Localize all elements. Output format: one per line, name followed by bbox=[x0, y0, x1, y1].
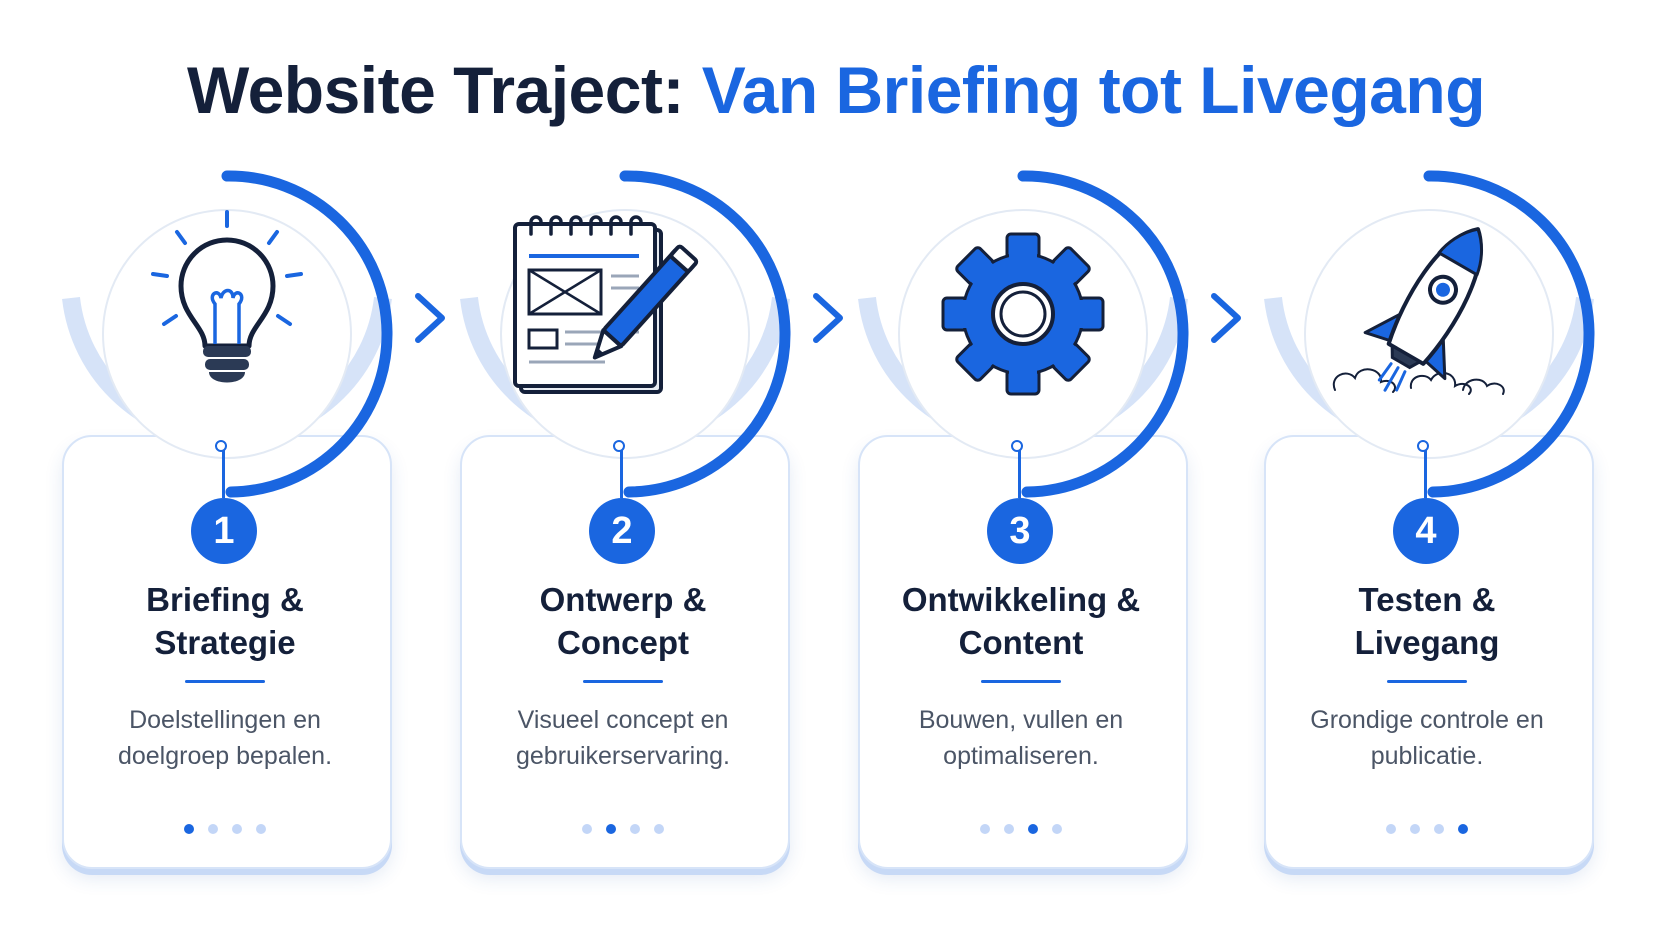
step-title-line: Ontwikkeling & bbox=[901, 581, 1141, 618]
step-number-badge: 3 bbox=[987, 498, 1053, 564]
step-title: Ontwikkeling & Content bbox=[858, 578, 1184, 664]
pagination-dot bbox=[1004, 824, 1014, 834]
step-title: Briefing & Strategie bbox=[62, 578, 388, 664]
page-title: Website Traject: Van Briefing tot Livega… bbox=[0, 52, 1672, 128]
step-number-badge: 2 bbox=[589, 498, 655, 564]
pagination-dot-active bbox=[1458, 824, 1468, 834]
pagination-dots bbox=[858, 824, 1184, 834]
step-description-line: publicatie. bbox=[1370, 742, 1484, 770]
pagination-dots bbox=[62, 824, 388, 834]
connector-line bbox=[1018, 448, 1021, 498]
pagination-dots bbox=[1264, 824, 1590, 834]
step-card bbox=[858, 435, 1188, 869]
step-briefing: 1 Briefing & Strategie Doelstellingen en… bbox=[62, 0, 402, 941]
pagination-dot bbox=[256, 824, 266, 834]
step-description: Bouwen, vullen en optimaliseren. bbox=[858, 702, 1184, 774]
step-description-line: Bouwen, vullen en bbox=[918, 706, 1124, 734]
step-description-line: Visueel concept en bbox=[517, 706, 729, 734]
step-number-badge: 4 bbox=[1393, 498, 1459, 564]
title-part-dark: Website Traject: bbox=[186, 53, 684, 127]
step-title-line: Ontwerp & bbox=[539, 581, 707, 618]
pagination-dot-active bbox=[606, 824, 616, 834]
connector-node bbox=[1417, 440, 1429, 452]
notepad-pencil-icon bbox=[513, 215, 699, 394]
step-description-line: Doelstellingen en bbox=[129, 706, 321, 734]
pagination-dot-active bbox=[184, 824, 194, 834]
step-description-line: gebruikerservaring. bbox=[516, 742, 730, 770]
connector-node bbox=[1011, 440, 1023, 452]
step-title-line: Strategie bbox=[154, 624, 296, 661]
connector-node bbox=[613, 440, 625, 452]
pagination-dot bbox=[630, 824, 640, 834]
pagination-dot bbox=[208, 824, 218, 834]
step-description-line: optimaliseren. bbox=[943, 742, 1099, 770]
step-title: Testen & Livegang bbox=[1264, 578, 1590, 664]
step-ontwikkeling: 3 Ontwikkeling & Content Bouwen, vullen … bbox=[858, 0, 1198, 941]
title-underline bbox=[185, 680, 265, 683]
step-title-line: Briefing & bbox=[146, 581, 304, 618]
pagination-dot bbox=[1410, 824, 1420, 834]
pagination-dot-active bbox=[1028, 824, 1038, 834]
pagination-dot bbox=[1052, 824, 1062, 834]
pagination-dot bbox=[980, 824, 990, 834]
step-title: Ontwerp & Concept bbox=[460, 578, 786, 664]
title-underline bbox=[583, 680, 663, 683]
connector-line bbox=[1424, 448, 1427, 498]
connector-line bbox=[222, 448, 225, 498]
pagination-dot bbox=[232, 824, 242, 834]
step-testen: 4 Testen & Livegang Grondige controle en… bbox=[1264, 0, 1604, 941]
progress-ring bbox=[62, 170, 393, 498]
chevron-right-icon bbox=[1211, 293, 1241, 343]
lightbulb-icon bbox=[151, 210, 303, 383]
pagination-dots bbox=[460, 824, 786, 834]
title-underline bbox=[1387, 680, 1467, 683]
title-underline bbox=[981, 680, 1061, 683]
pagination-dot bbox=[582, 824, 592, 834]
progress-ring bbox=[1264, 170, 1595, 498]
step-description-line: doelgroep bepalen. bbox=[117, 742, 333, 770]
step-description: Visueel concept en gebruikerservaring. bbox=[460, 702, 786, 774]
progress-ring bbox=[460, 170, 791, 498]
step-title-line: Concept bbox=[557, 624, 689, 661]
step-description-line: Grondige controle en bbox=[1310, 706, 1544, 734]
title-part-blue: Van Briefing tot Livegang bbox=[701, 53, 1486, 127]
step-title-line: Testen & bbox=[1358, 581, 1496, 618]
gear-icon bbox=[941, 232, 1105, 396]
connector-line bbox=[620, 448, 623, 498]
pagination-dot bbox=[654, 824, 664, 834]
rocket-icon bbox=[1332, 227, 1505, 395]
step-description: Grondige controle en publicatie. bbox=[1264, 702, 1590, 774]
step-ontwerp: 2 Ontwerp & Concept Visueel concept en g… bbox=[460, 0, 800, 941]
step-title-line: Content bbox=[958, 624, 1084, 661]
chevron-right-icon bbox=[415, 293, 445, 343]
connector-node bbox=[215, 440, 227, 452]
step-title-line: Livegang bbox=[1354, 624, 1500, 661]
step-description: Doelstellingen en doelgroep bepalen. bbox=[62, 702, 388, 774]
pagination-dot bbox=[1386, 824, 1396, 834]
progress-ring bbox=[858, 170, 1189, 498]
step-number-badge: 1 bbox=[191, 498, 257, 564]
pagination-dot bbox=[1434, 824, 1444, 834]
chevron-right-icon bbox=[813, 293, 843, 343]
